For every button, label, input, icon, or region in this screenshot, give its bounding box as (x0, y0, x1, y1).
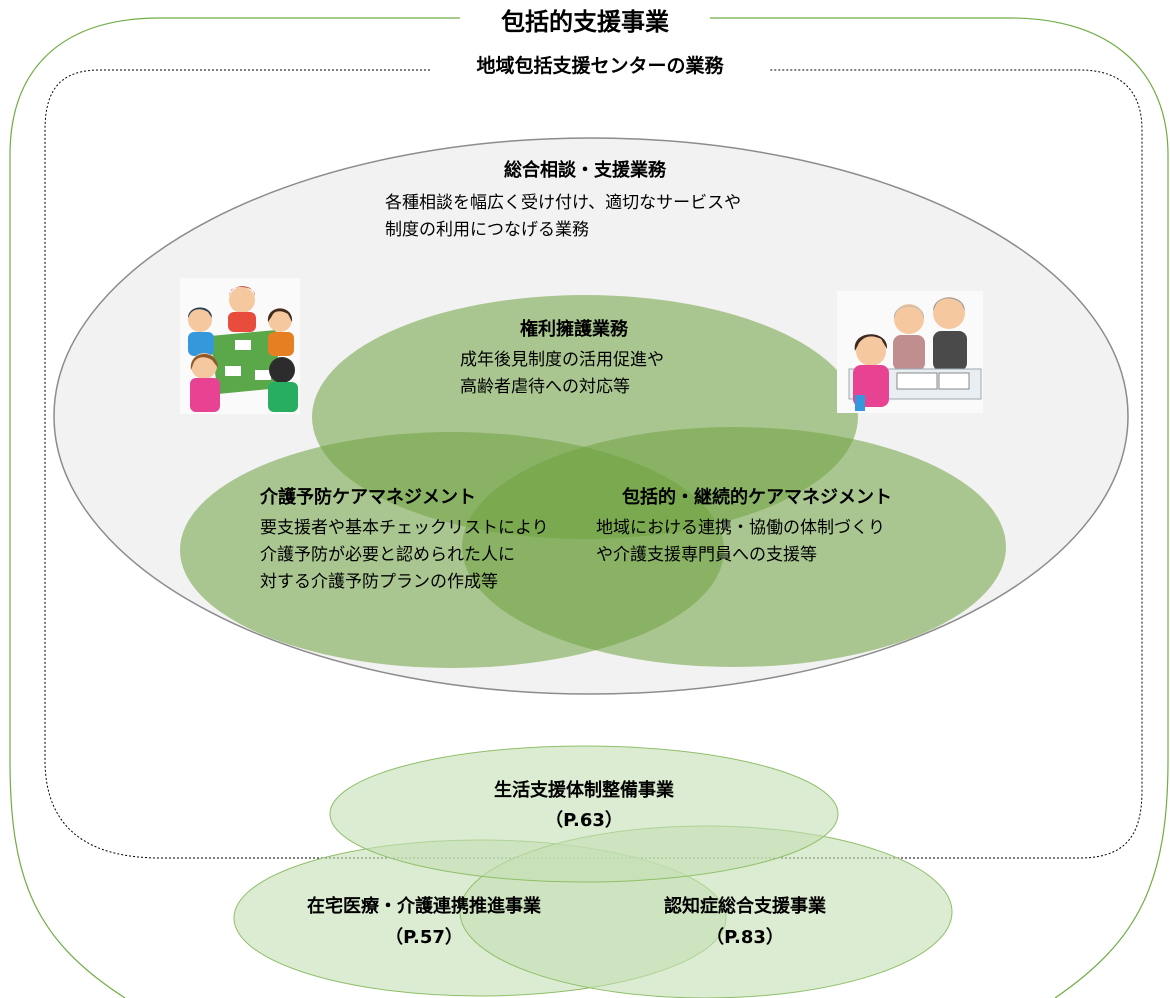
kenri-line-1: 成年後見制度の活用促進や (460, 350, 664, 370)
sogo-title: 総合相談・支援業務 (504, 159, 667, 181)
kaigo-line-1: 要支援者や基本チェックリストにより (260, 518, 549, 538)
kaigo-title: 介護予防ケアマネジメント (259, 486, 476, 508)
kenri-title: 権利擁護業務 (520, 318, 629, 340)
sogo-line-1: 各種相談を幅広く受け付け、適切なサービスや (385, 193, 741, 213)
lower-ellipse-group (233, 745, 953, 998)
venn-group (180, 295, 1006, 668)
houkatsu-line-2: や介護支援専門員への支援等 (596, 545, 817, 565)
ninchi-page: （P.83） (706, 927, 784, 948)
outer-frame (9, 17, 1169, 998)
houkatsu-ellipse (462, 427, 1006, 667)
meeting-illustration-icon (180, 278, 300, 414)
seikatsu-page: （P.63） (545, 810, 623, 831)
zaitaku-page: （P.57） (385, 927, 463, 948)
kaigo-line-3: 対する介護予防プランの作成等 (260, 572, 498, 592)
kaigo-line-2: 介護予防が必要と認められた人に (260, 545, 515, 565)
seikatsu-ellipse (329, 745, 839, 883)
houkatsu-line-1: 地域における連携・協働の体制づくり (596, 518, 885, 538)
center-title: 地域包括支援センターの業務 (476, 54, 724, 77)
sogo-line-2: 制度の利用につなげる業務 (385, 220, 589, 240)
seikatsu-title: 生活支援体制整備事業 (494, 779, 675, 801)
outer-title: 包括的支援事業 (501, 8, 669, 36)
zaitaku-title: 在宅医療・介護連携推進事業 (307, 895, 542, 917)
houkatsu-title: 包括的・継続的ケアマネジメント (622, 486, 892, 508)
consultation-illustration-icon (837, 291, 983, 413)
ninchi-title: 認知症総合支援事業 (664, 895, 827, 917)
kenri-line-2: 高齢者虐待への対応等 (460, 377, 630, 397)
